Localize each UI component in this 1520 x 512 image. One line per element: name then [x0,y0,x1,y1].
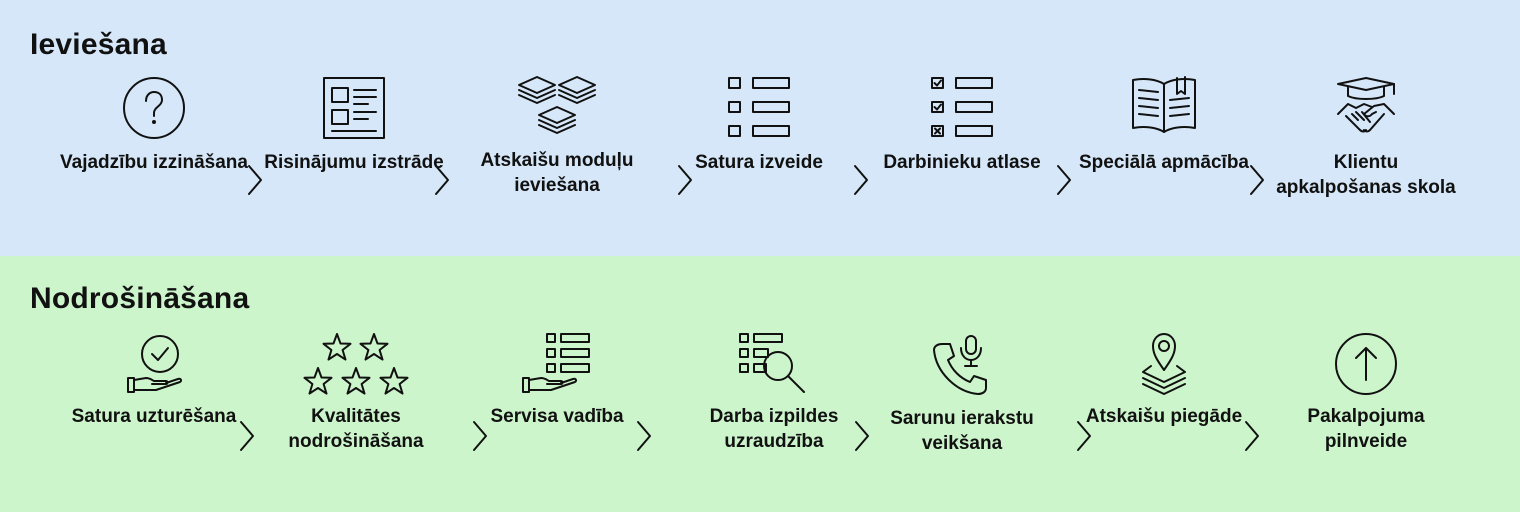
step-label: Pakalpojuma pilnveide [1307,406,1425,452]
step-label: Kvalitātes nodrošināšana [288,406,424,452]
step-label: Darba izpildes uzraudzība [709,406,839,452]
list-icon [728,77,790,137]
implementation-title: Ieviešana [30,28,167,61]
step-label: Darbinieku atlase [883,152,1041,173]
layers-stack-icon [518,76,596,134]
step-label: Atskaišu moduļu ieviešana [480,150,634,196]
chevron-right-icon [1057,165,1071,195]
implementation-section: Ieviešana Vajadzību izzināšana Risinājum… [0,0,1520,256]
step-label: Vajadzību izzināšana [60,152,248,173]
hand-check-icon [127,335,183,393]
step-label: Speciālā apmācība [1078,152,1250,173]
chevron-right-icon [1250,165,1264,195]
step-content-maintenance: Satura uzturēšana [59,334,249,429]
chevron-right-icon [435,165,449,195]
chevron-right-icon [248,165,262,195]
step-call-recording: Sarunu ierakstu veikšana [867,334,1057,456]
location-layers-icon [1142,333,1186,395]
step-reporting-modules: Atskaišu moduļu ieviešana [462,73,652,198]
chevron-right-icon [473,421,487,451]
checklist-icon [931,77,993,137]
assurance-title: Nodrošināšana [30,282,250,315]
step-label: Servisa vadība [490,406,624,427]
step-label: Satura izveide [695,152,823,173]
document-layout-icon [323,77,385,139]
assurance-section: Nodrošināšana Satura uzturēšana Kvalitāt… [0,256,1520,512]
step-content-creation: Satura izveide [664,76,854,175]
chevron-right-icon [637,421,651,451]
chevron-right-icon [854,165,868,195]
step-service-improvement: Pakalpojuma pilnveide [1271,332,1461,454]
question-circle-icon [123,77,185,139]
chevron-right-icon [855,421,869,451]
stars-icon [303,333,409,395]
step-label: Risinājumu izstrāde [264,152,444,173]
arrow-up-circle-icon [1335,333,1397,395]
phone-mic-icon [933,335,987,395]
step-label: Sarunu ierakstu veikšana [890,408,1034,454]
step-service-management: Servisa vadība [462,332,652,429]
hand-list-icon [522,333,590,393]
step-label: Atskaišu piegāde [1085,406,1243,427]
step-report-delivery: Atskaišu piegāde [1069,332,1259,429]
step-label: Klientu apkalpošanas skola [1276,152,1456,198]
step-label: Satura uzturēšana [71,406,237,427]
step-staff-selection: Darbinieku atlase [867,76,1057,175]
step-performance-monitoring: Darba izpildes uzraudzība [679,332,869,454]
step-special-training: Speciālā apmācība [1069,74,1259,175]
step-quality-assurance: Kvalitātes nodrošināšana [261,332,451,454]
chevron-right-icon [1077,421,1091,451]
open-book-icon [1132,76,1196,133]
chevron-right-icon [240,421,254,451]
graduation-handshake-icon [1337,77,1395,133]
step-solution-development: Risinājumu izstrāde [259,76,449,175]
step-needs-discovery: Vajadzību izzināšana [59,76,249,175]
chevron-right-icon [1245,421,1259,451]
step-customer-service-school: Klientu apkalpošanas skola [1271,76,1461,200]
chevron-right-icon [678,165,692,195]
list-search-icon [739,333,805,393]
